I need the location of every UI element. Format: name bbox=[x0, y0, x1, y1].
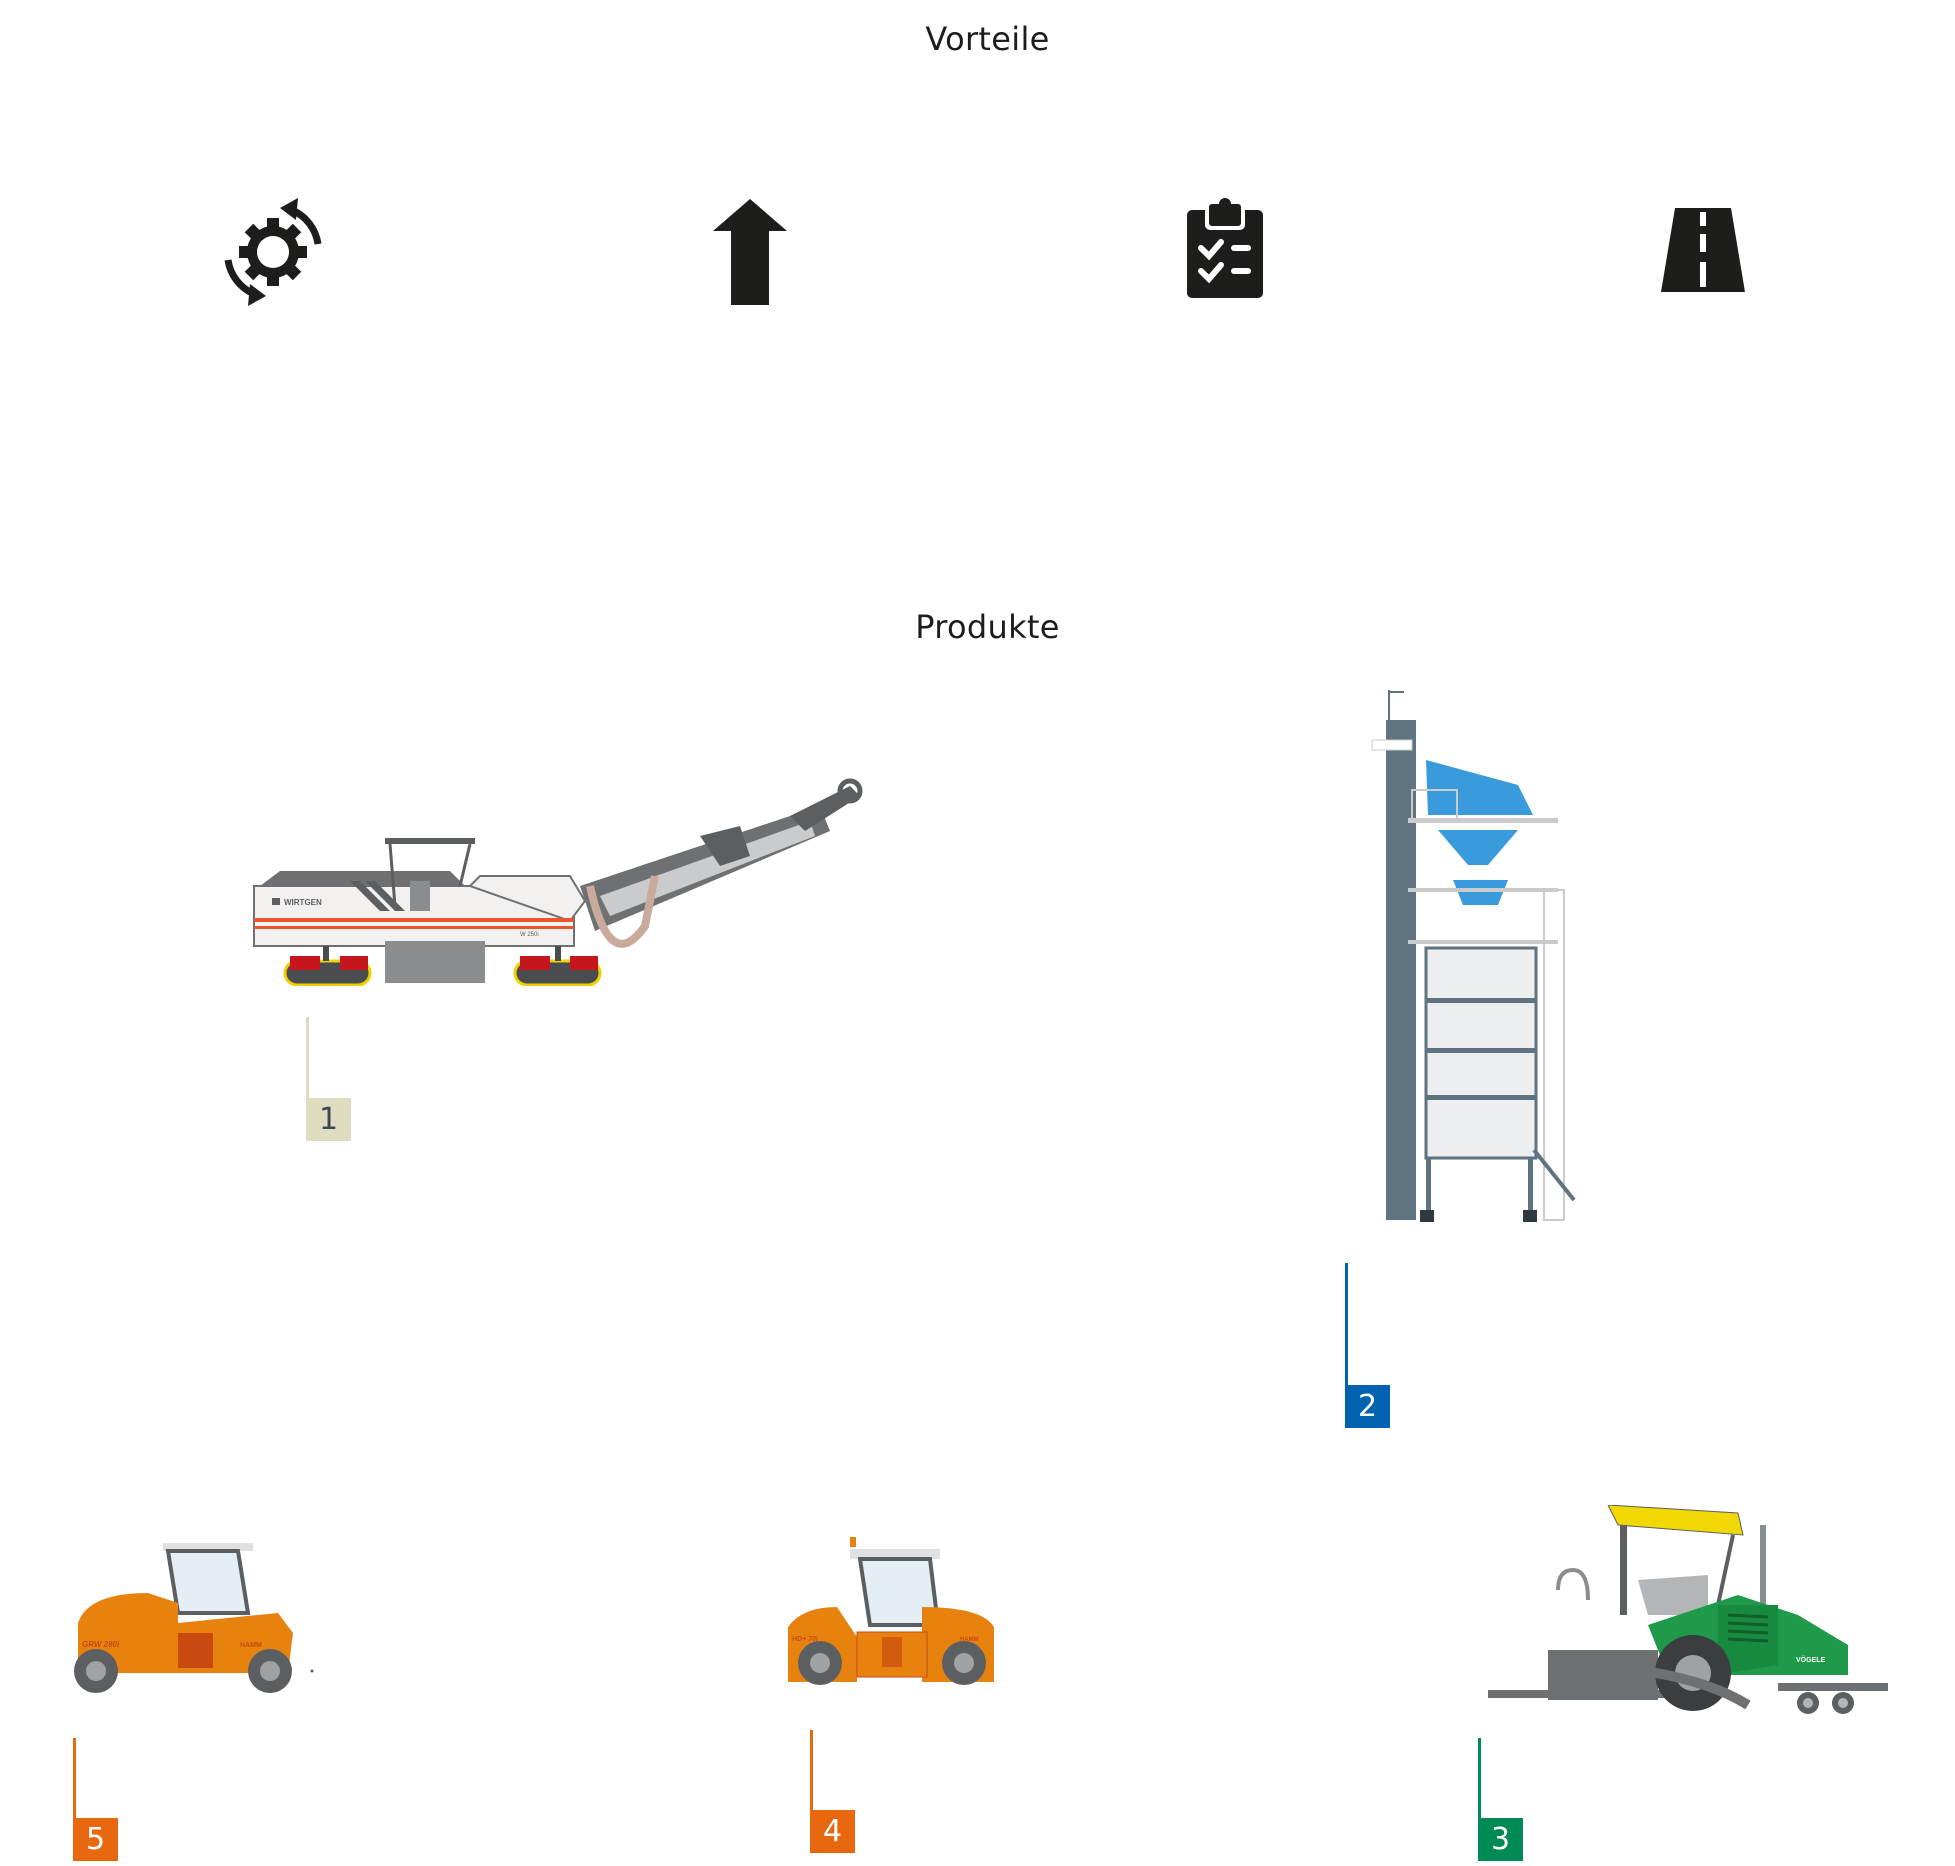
products-heading: Produkte bbox=[915, 608, 1060, 646]
product-1-number-badge[interactable]: 1 bbox=[306, 1098, 351, 1141]
product-3-number-badge[interactable]: 3 bbox=[1478, 1818, 1523, 1861]
product-2-marker-line bbox=[1345, 1263, 1348, 1386]
svg-text:VÖGELE: VÖGELE bbox=[1796, 1655, 1826, 1664]
svg-text:GRW 280i: GRW 280i bbox=[82, 1640, 120, 1649]
product-5-marker-line bbox=[73, 1738, 76, 1819]
svg-text:HAMM: HAMM bbox=[960, 1637, 979, 1643]
arrow-up-icon bbox=[713, 199, 787, 305]
road-icon bbox=[1661, 208, 1745, 292]
product-4-number-badge[interactable]: 4 bbox=[810, 1810, 855, 1853]
advantages-heading: Vorteile bbox=[925, 20, 1050, 58]
product-5-number-badge[interactable]: 5 bbox=[73, 1818, 118, 1861]
product-image-asphalt-mixing-plant[interactable] bbox=[1368, 690, 1584, 1222]
product-3-marker-line bbox=[1478, 1738, 1481, 1819]
product-4-marker-line bbox=[810, 1730, 813, 1811]
svg-text:WIRTGEN: WIRTGEN bbox=[284, 898, 322, 907]
product-image-pneumatic-tyre-roller[interactable]: GRW 280i HAMM bbox=[68, 1543, 318, 1695]
gear-rotate-icon bbox=[222, 196, 324, 308]
product-image-tandem-roller[interactable]: HD+ 70i HAMM bbox=[782, 1537, 1002, 1692]
svg-text:HAMM: HAMM bbox=[240, 1642, 262, 1649]
svg-text:W 250i: W 250i bbox=[520, 932, 539, 938]
product-1-marker-line bbox=[306, 1017, 309, 1099]
product-image-road-paver[interactable]: VÖGELE bbox=[1478, 1505, 1898, 1715]
product-2-number-badge[interactable]: 2 bbox=[1345, 1385, 1390, 1428]
product-image-cold-milling-machine[interactable]: WIRTGEN W 250i bbox=[250, 776, 870, 986]
clipboard-checklist-icon bbox=[1187, 198, 1263, 298]
svg-text:HD+ 70i: HD+ 70i bbox=[792, 1636, 819, 1643]
